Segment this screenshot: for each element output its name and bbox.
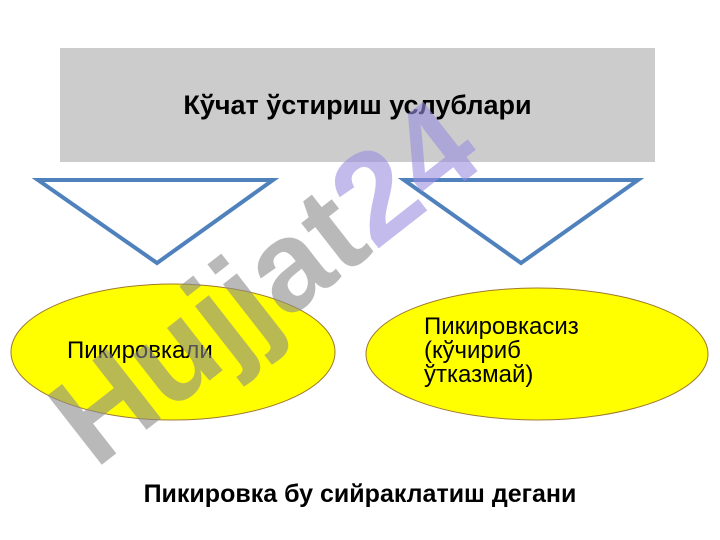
right-option-line: Пикировкасиз — [424, 313, 579, 340]
right-down-triangle — [397, 178, 645, 266]
right-option-line: (кўчириб — [424, 337, 521, 364]
right-option-line: ўтказмай) — [424, 361, 534, 388]
left-down-triangle — [31, 178, 280, 266]
left-option-text: Пикировкали — [67, 337, 213, 364]
slide-title-box: Кўчат ўстириш услублари — [60, 48, 655, 162]
left-ellipse — [10, 283, 336, 421]
slide-title: Кўчат ўстириш услублари — [183, 89, 532, 120]
right-ellipse — [365, 287, 709, 421]
footer-text: Пикировка бу сийраклатиш дегани — [143, 480, 577, 508]
right-option-text: Пикировкасиз (кўчириб ўтказмай) — [424, 315, 579, 387]
